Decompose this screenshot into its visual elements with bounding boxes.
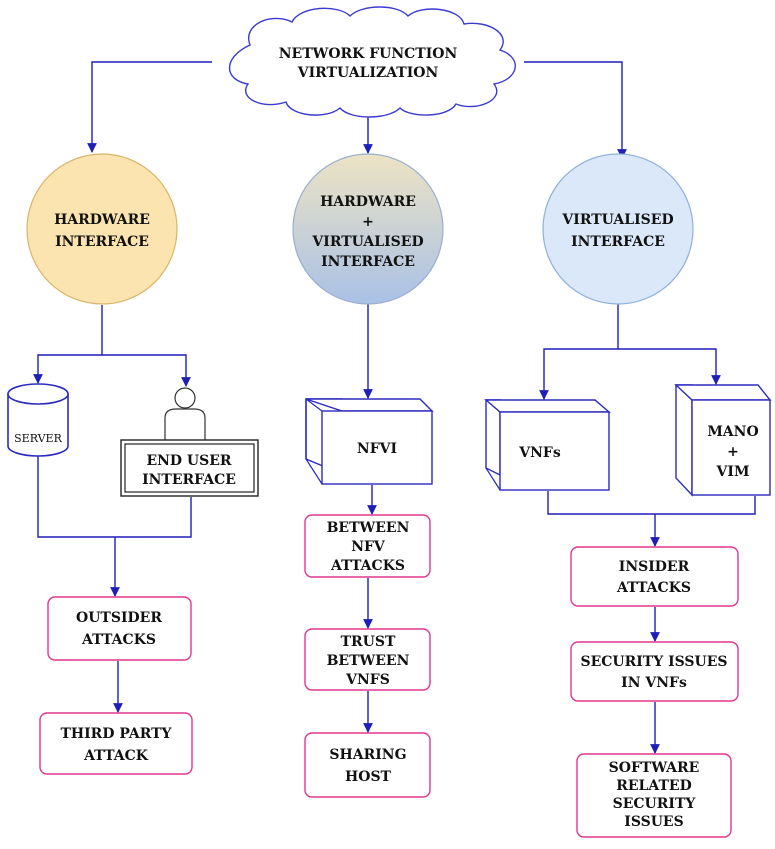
mixed-circle-line2: +: [362, 214, 374, 230]
between-line1: BETWEEN: [327, 520, 410, 536]
virtual-circle-line1: VIRTUALISED: [561, 212, 673, 228]
virtualised-interface-node: VIRTUALISED INTERFACE: [542, 153, 694, 305]
software-security-issues-box: SOFTWARE RELATED SECURITY ISSUES: [576, 753, 732, 838]
user-head-icon: [174, 387, 196, 409]
software-line2: RELATED: [616, 778, 691, 794]
arrow-virtual-to-vnfs: [539, 348, 618, 400]
end-user-line2: INTERFACE: [142, 472, 236, 488]
arrow-root-to-hardware: [87, 61, 212, 153]
sharing-host-box: SHARING HOST: [304, 732, 431, 798]
mano-line3: VIM: [716, 464, 750, 480]
insider-line1: INSIDER: [619, 559, 690, 575]
cloud-shape: [229, 6, 516, 118]
trust-between-vnfs-box: TRUST BETWEEN VNFS: [304, 628, 431, 691]
mano-line2: +: [727, 444, 739, 460]
hardware-interface-node: HARDWARE INTERFACE: [26, 153, 178, 305]
trust-line2: BETWEEN: [327, 653, 410, 669]
insider-attacks-box: INSIDER ATTACKS: [570, 546, 739, 607]
third-party-line1: THIRD PARTY: [60, 726, 172, 742]
hardware-circle-line1: HARDWARE: [54, 212, 150, 228]
mano-vim-node: MANO + VIM: [674, 384, 772, 497]
database-icon: [7, 394, 69, 457]
mano-line1: MANO: [707, 424, 758, 440]
root-line1: NETWORK FUNCTION: [279, 46, 458, 62]
mixed-circle-line1: HARDWARE: [320, 194, 416, 210]
security-line2: IN VNFs: [621, 675, 687, 691]
vnfs-label: VNFs: [518, 445, 561, 461]
arrow-hardware-to-enduser: [102, 354, 191, 387]
root-cloud: NETWORK FUNCTION VIRTUALIZATION: [229, 6, 516, 118]
between-nfv-attacks-box: BETWEEN NFV ATTACKS: [304, 514, 431, 578]
outsider-attacks-box: OUTSIDER ATTACKS: [47, 596, 192, 661]
mixed-circle-line3: VIRTUALISED: [311, 234, 423, 250]
arrow-virtual-to-mano: [618, 348, 721, 385]
line-vnfs-mano-join: [547, 491, 756, 515]
nfvi-label: NFVI: [357, 441, 397, 457]
server-label: SERVER: [14, 432, 62, 445]
trust-line3: VNFS: [345, 672, 390, 688]
arrow-root-to-virtual: [524, 61, 627, 159]
arrow-hardware-to-server: [33, 305, 103, 384]
sharing-line1: SHARING: [329, 747, 406, 763]
third-party-line2: ATTACK: [83, 748, 149, 764]
between-line3: ATTACKS: [330, 558, 405, 574]
insider-line2: ATTACKS: [616, 580, 691, 596]
server-node: SERVER: [7, 383, 69, 457]
third-party-attack-box: THIRD PARTY ATTACK: [39, 712, 193, 775]
software-line3: SECURITY: [613, 796, 697, 812]
user-body-icon: [164, 408, 206, 440]
security-line1: SECURITY ISSUES: [580, 654, 727, 670]
end-user-line1: END USER: [146, 453, 231, 469]
hardware-circle-line2: INTERFACE: [55, 234, 149, 250]
security-issues-vnfs-box: SECURITY ISSUES IN VNFs: [570, 641, 739, 702]
outsider-line2: ATTACKS: [81, 632, 156, 648]
mixed-circle-line4: INTERFACE: [321, 254, 415, 270]
software-line1: SOFTWARE: [609, 760, 700, 776]
sharing-line2: HOST: [345, 769, 392, 785]
connectors: [33, 61, 756, 754]
virtual-circle-line2: INTERFACE: [571, 234, 665, 250]
software-line4: ISSUES: [624, 814, 683, 830]
end-user-node: END USER INTERFACE: [120, 387, 259, 497]
outsider-line1: OUTSIDER: [76, 610, 162, 626]
mixed-interface-node: HARDWARE + VIRTUALISED INTERFACE: [292, 153, 444, 305]
trust-line1: TRUST: [341, 634, 396, 650]
root-line2: VIRTUALIZATION: [297, 65, 439, 81]
between-line2: NFV: [351, 539, 386, 555]
vnfs-node: VNFs: [484, 399, 611, 491]
nfvi-node: NFVI: [305, 398, 434, 485]
